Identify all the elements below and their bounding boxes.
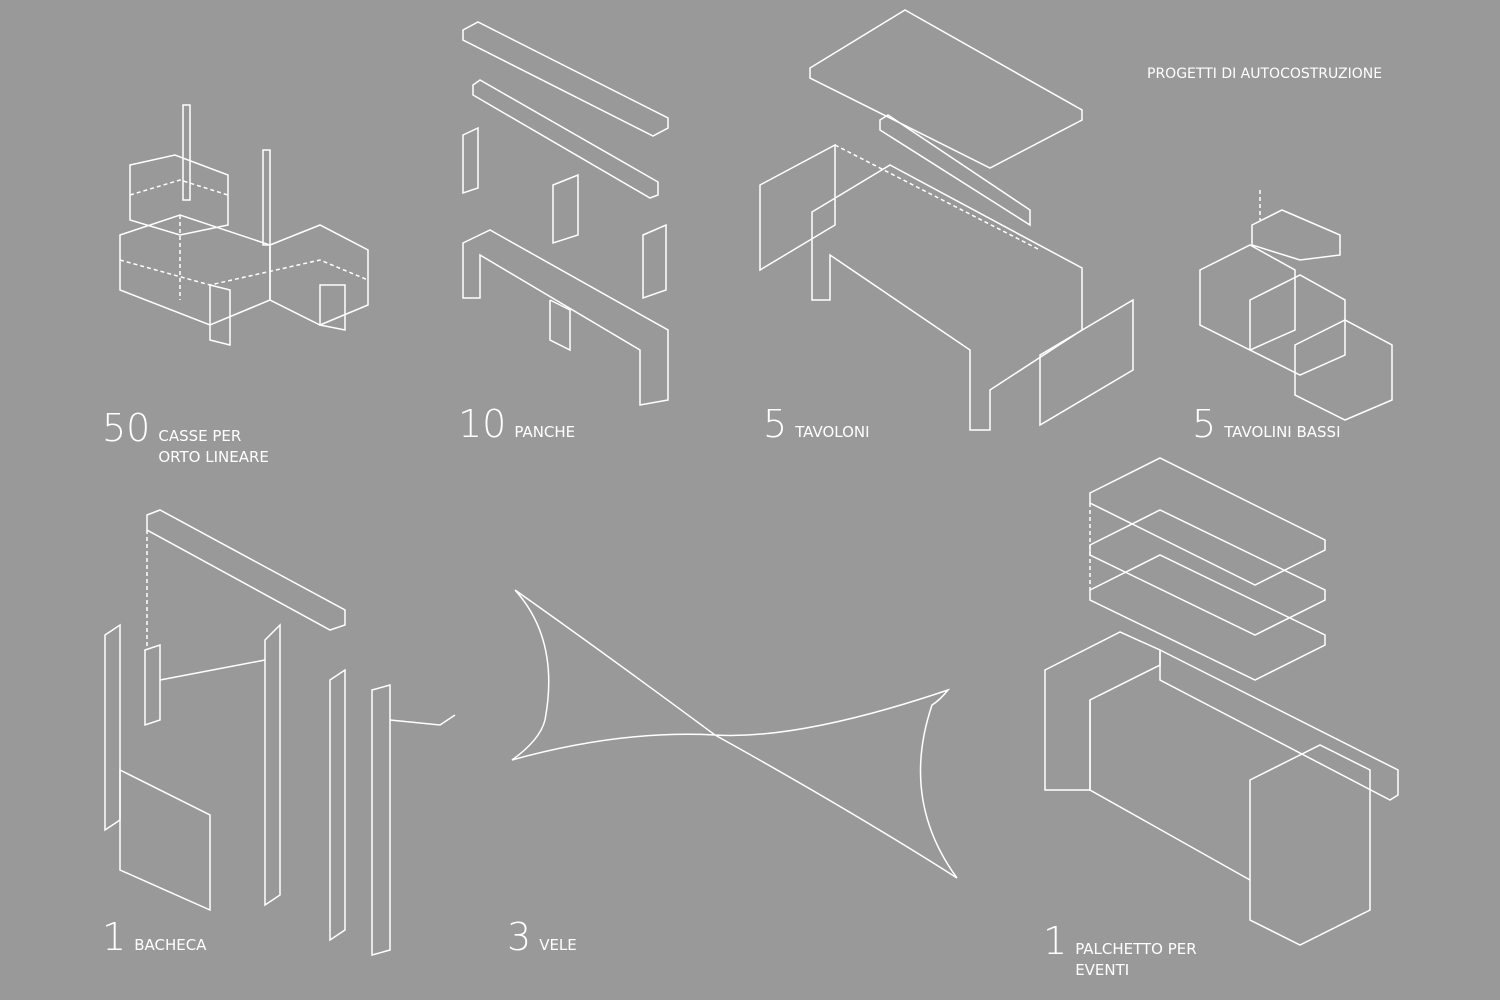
label-line: PANCHE [514,423,576,441]
drawing-casse [119,104,369,346]
label-bacheca: 1 BACHECA [102,918,206,956]
page-title: PROGETTI DI AUTOCOSTRUZIONE [1147,66,1383,82]
label-line: VELE [539,936,577,954]
drawing-panche [462,21,669,406]
count: 5 [1192,402,1217,446]
label-tavoloni: 5 TAVOLONI [763,405,870,443]
count: 5 [763,402,788,446]
label-line: TAVOLONI [795,423,870,441]
label-line: ORTO LINEARE [158,448,269,466]
count: 50 [102,406,151,450]
label-line: TAVOLINI BASSI [1224,423,1341,441]
label-palchetto: 1 PALCHETTO PER EVENTI [1043,918,1197,979]
label-line: EVENTI [1075,961,1130,979]
drawing-tavolini [1199,190,1393,421]
drawing-bacheca [104,509,456,956]
label-line: PALCHETTO PER [1075,940,1197,958]
label-panche: 10 PANCHE [458,405,575,443]
label-line: CASSE PER [158,427,242,445]
drawing-palchetto [1044,457,1399,946]
label-vele: 3 VELE [507,918,577,956]
count: 1 [102,915,127,959]
label-casse: 50 CASSE PER ORTO LINEARE [102,405,269,466]
drawing-tavoloni [759,9,1134,431]
label-tavolini: 5 TAVOLINI BASSI [1192,405,1341,443]
count: 1 [1043,919,1068,963]
count: 10 [458,402,507,446]
label-line: BACHECA [134,936,207,954]
count: 3 [507,915,532,959]
drawing-vele [511,589,958,879]
